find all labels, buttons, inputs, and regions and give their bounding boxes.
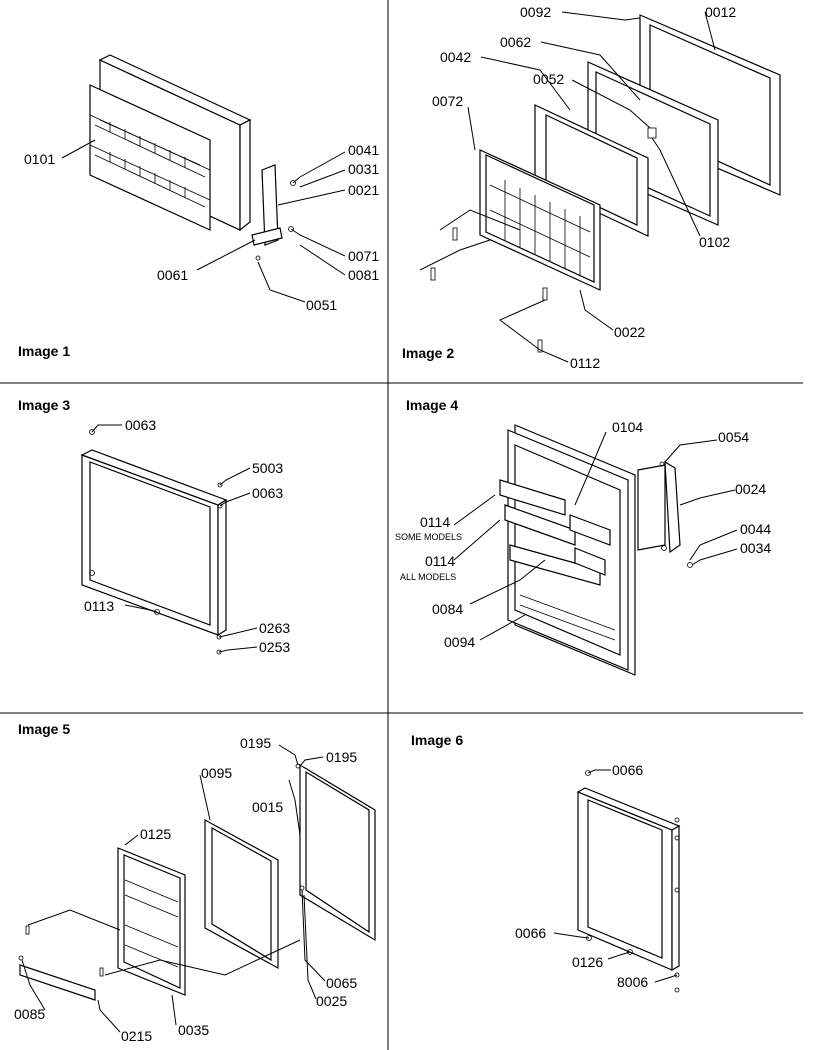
callout-label: 0062 bbox=[500, 34, 531, 50]
outer-door-panel bbox=[299, 763, 376, 942]
callout-label: 0031 bbox=[348, 161, 379, 177]
callout-label: 0112 bbox=[570, 355, 600, 371]
panel-1: 0101 0041 0031 0021 0071 0081 0061 0051 … bbox=[18, 54, 379, 359]
callout-label: 0072 bbox=[432, 93, 463, 109]
freezer-door-assembly bbox=[479, 149, 601, 291]
callout-label: 0051 bbox=[306, 297, 337, 313]
drawer-bin-assembly bbox=[89, 54, 252, 232]
door-frame-rectangle bbox=[80, 449, 228, 637]
panel-caption: Image 2 bbox=[402, 345, 454, 361]
callout-label: 0063 bbox=[252, 485, 283, 501]
door-assembly bbox=[117, 847, 186, 996]
callout-label: 0034 bbox=[740, 540, 771, 556]
callout-label: 0113 bbox=[84, 598, 114, 614]
panel-caption: Image 3 bbox=[18, 397, 70, 413]
hinge-plate bbox=[637, 460, 681, 554]
door-shelves bbox=[499, 479, 616, 641]
panel-4: 0104 0054 0024 0114 SOME MODELS 0044 003… bbox=[395, 397, 771, 676]
callout-label: 0035 bbox=[178, 1022, 209, 1038]
panel-2: 0092 0012 0062 0042 0052 0072 0102 0022 … bbox=[402, 4, 781, 371]
callout-label: 0025 bbox=[316, 993, 347, 1009]
panel-caption: Image 1 bbox=[18, 343, 70, 359]
callout-label: 0063 bbox=[125, 417, 156, 433]
callout-label: 0024 bbox=[735, 481, 766, 497]
callout-label: 0125 bbox=[140, 826, 171, 842]
callout-note: SOME MODELS bbox=[395, 532, 462, 542]
panel-caption: Image 4 bbox=[406, 397, 458, 413]
callout-label: 0012 bbox=[705, 4, 736, 20]
callout-label: 0253 bbox=[259, 639, 290, 655]
inner-door-liner bbox=[204, 818, 279, 970]
callout-label: 0101 bbox=[24, 151, 55, 167]
callout-label: 8006 bbox=[617, 974, 648, 990]
panel-caption: Image 5 bbox=[18, 721, 70, 737]
callout-label: 0092 bbox=[520, 4, 551, 20]
callout-label: 0126 bbox=[572, 954, 603, 970]
callout-label: 0195 bbox=[240, 735, 271, 751]
callout-label: 0015 bbox=[252, 799, 283, 815]
callout-label: 5003 bbox=[252, 460, 283, 476]
callout-label: 0061 bbox=[157, 267, 188, 283]
callout-note: ALL MODELS bbox=[400, 572, 456, 582]
panel-caption: Image 6 bbox=[411, 732, 463, 748]
callout-label: 0041 bbox=[348, 142, 379, 158]
gasket-frame bbox=[534, 104, 649, 237]
callout-label: 0102 bbox=[699, 234, 730, 250]
callout-label: 0052 bbox=[533, 71, 564, 87]
callout-label: 0094 bbox=[444, 634, 475, 650]
callout-label: 0065 bbox=[326, 975, 357, 991]
panel-5: 0195 0195 0095 0015 0125 0065 0025 0085 … bbox=[14, 721, 376, 1044]
callout-label: 0021 bbox=[348, 182, 379, 198]
callout-label: 0066 bbox=[515, 925, 546, 941]
callout-label: 0066 bbox=[612, 762, 643, 778]
callout-label: 0263 bbox=[259, 620, 290, 636]
callout-label: 0195 bbox=[326, 749, 357, 765]
callout-label: 0022 bbox=[614, 324, 645, 340]
callout-label: 0084 bbox=[432, 601, 463, 617]
panel-3: 0063 5003 0063 0113 0263 0253 Image 3 bbox=[18, 397, 290, 655]
panel-6: 0066 0066 0126 8006 Image 6 bbox=[411, 732, 681, 993]
callout-label: 0042 bbox=[440, 49, 471, 65]
hinge-bracket bbox=[251, 164, 283, 246]
callout-label: 0085 bbox=[14, 1006, 45, 1022]
callout-label: 0071 bbox=[348, 248, 379, 264]
callout-label: 0114 bbox=[420, 514, 450, 530]
callout-label: 0081 bbox=[348, 267, 379, 283]
callout-label: 0215 bbox=[121, 1028, 152, 1044]
callout-label: 0104 bbox=[612, 419, 643, 435]
callout-label: 0095 bbox=[201, 765, 232, 781]
handle-bar bbox=[19, 964, 96, 1001]
door-frame-rectangle bbox=[576, 787, 681, 972]
callout-label: 0044 bbox=[740, 521, 771, 537]
callout-label: 0054 bbox=[718, 429, 749, 445]
callout-label: 0114 bbox=[425, 553, 455, 569]
